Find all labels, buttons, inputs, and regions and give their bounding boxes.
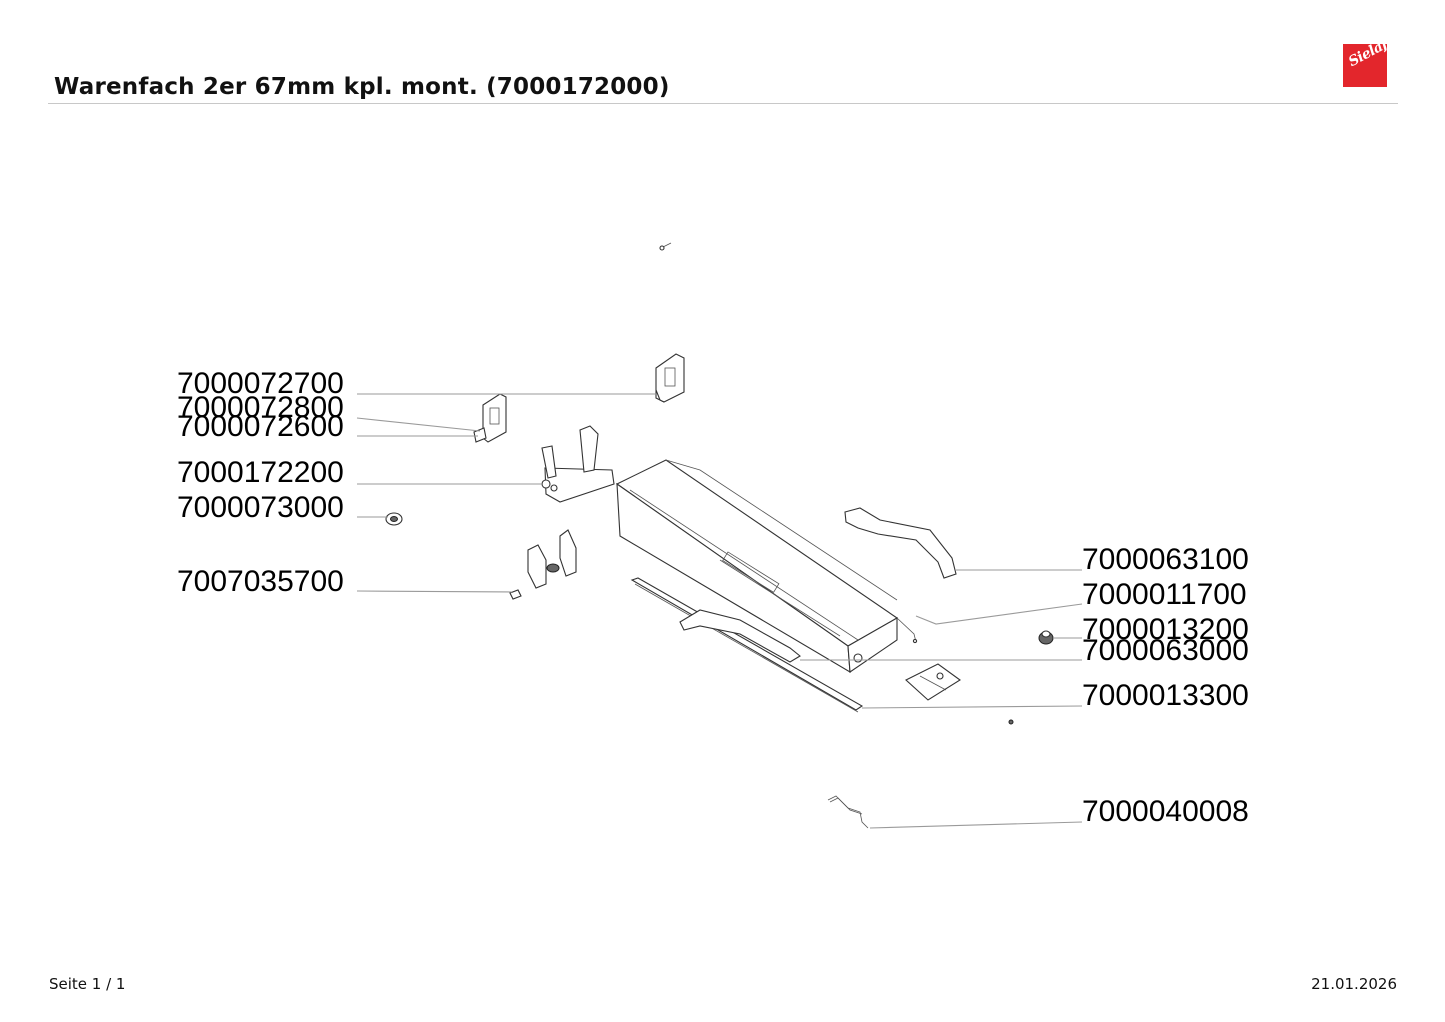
long-rail-drawing xyxy=(630,577,864,713)
part-label-7000063000: 7000063000 xyxy=(1082,634,1249,667)
part-label-7000013300: 7000013300 xyxy=(1082,679,1249,712)
part-label-7000172200: 7000172200 xyxy=(177,456,344,489)
part-label-7000011700: 7000011700 xyxy=(1082,578,1247,611)
header-divider xyxy=(48,103,1398,104)
part-label-7000072700: 7000072700 xyxy=(177,367,344,400)
wire-spring-drawing xyxy=(827,795,869,829)
leader-lines xyxy=(356,393,1083,829)
sielaff-logo: Sielaff xyxy=(1343,44,1387,87)
rod-drawing xyxy=(896,617,918,644)
bracket-lower-left-drawing xyxy=(509,529,577,600)
slider-bracket-drawing xyxy=(905,663,961,701)
main-tray-drawing xyxy=(615,459,899,674)
screw-drawing xyxy=(1008,719,1014,725)
gear-drawing xyxy=(385,512,403,526)
page-title: Warenfach 2er 67mm kpl. mont. (700017200… xyxy=(54,74,670,100)
part-label-7000072800: 7000072800 xyxy=(177,391,344,424)
part-label-7000073000: 7000073000 xyxy=(177,491,344,524)
part-label-7000072600: 7000072600 xyxy=(177,410,344,443)
print-date: 21.01.2026 xyxy=(1311,975,1397,993)
bracket-upper-right-drawing xyxy=(655,353,685,403)
page-number: Seite 1 / 1 xyxy=(49,975,126,993)
part-label-7000063100: 7000063100 xyxy=(1082,543,1249,576)
bracket-upper-left-drawing xyxy=(473,393,507,443)
lever-right-drawing xyxy=(844,507,957,579)
part-label-7000013200: 7000013200 xyxy=(1082,613,1249,646)
part-label-7000040008: 7000040008 xyxy=(1082,795,1249,828)
holder-assembly-drawing xyxy=(541,425,615,503)
part-drawings xyxy=(385,242,1054,829)
knob-drawing xyxy=(1038,630,1054,645)
pin-drawing xyxy=(659,242,672,251)
part-label-7007035700: 7007035700 xyxy=(177,565,344,598)
